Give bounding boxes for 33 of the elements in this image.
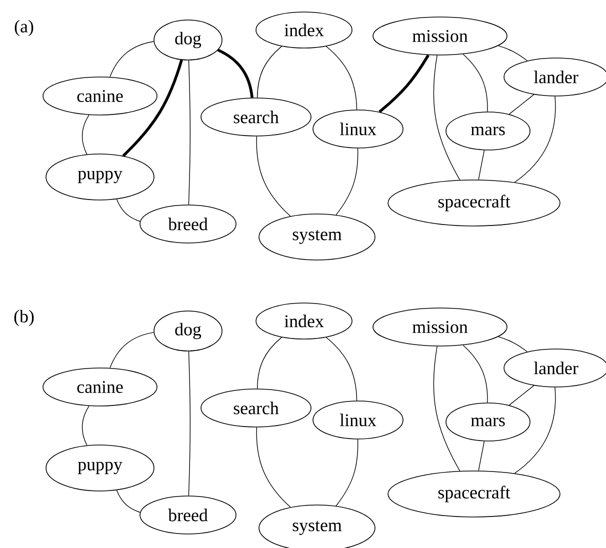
panel-label: (a) (14, 20, 34, 36)
connector-line (462, 344, 488, 403)
connector-line (478, 440, 485, 471)
connector-line (217, 48, 254, 98)
connector-line (116, 490, 140, 513)
connector-line (256, 46, 282, 98)
connector-line (433, 346, 460, 472)
connector-line (336, 439, 358, 506)
connector-line (110, 41, 154, 78)
connector-line (256, 336, 282, 389)
connector-line (82, 406, 90, 446)
connector-line (498, 45, 528, 62)
connector-line (188, 351, 191, 496)
connector-line (122, 60, 183, 157)
connector-line (378, 54, 430, 113)
connector-line (478, 150, 485, 180)
connector-line (256, 427, 291, 508)
connector-line (116, 198, 140, 222)
connector-line (336, 148, 358, 216)
connector-line (256, 136, 291, 216)
connector-line (433, 55, 460, 180)
connector-line (82, 114, 90, 155)
connector-line (514, 387, 556, 474)
panel-label: (b) (14, 310, 34, 326)
connector-line (498, 336, 528, 352)
connector-line (508, 385, 534, 406)
connector-line (462, 54, 488, 112)
connector-line (188, 60, 191, 205)
connector-line (110, 332, 154, 368)
connector-line (326, 46, 358, 110)
connector-line (508, 94, 534, 115)
connector-line (326, 336, 358, 401)
connector-line (514, 96, 556, 183)
